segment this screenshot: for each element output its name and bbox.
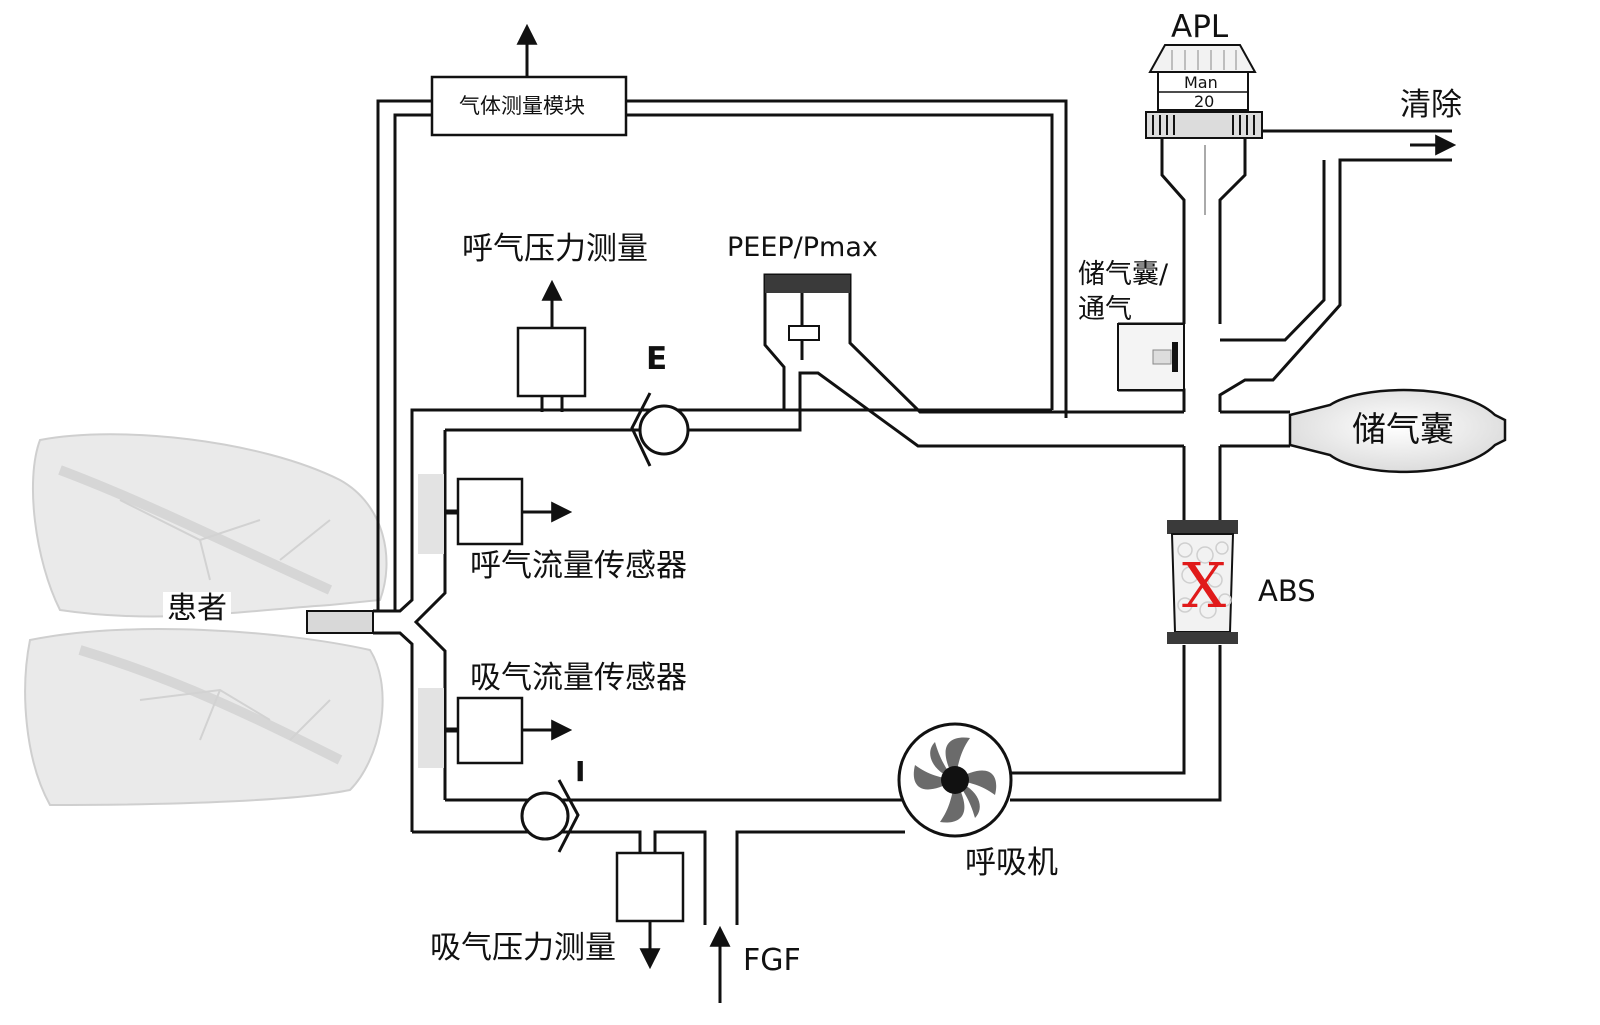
apl-mode-label: Man: [1184, 73, 1218, 92]
exp-pressure-sensor-box: [516, 326, 587, 398]
expiratory-check-valve: [630, 392, 690, 467]
bag-vent-switch[interactable]: [1117, 323, 1185, 391]
absorber-label: ABS: [1258, 574, 1316, 608]
exp-pressure-label: 呼气压力测量: [462, 231, 648, 267]
inspiratory-check-valve: [520, 779, 580, 853]
reservoir-bag: [1288, 388, 1507, 473]
ventilator-turbine: [897, 722, 1013, 838]
insp-flow-sensor-shadow: [418, 688, 444, 768]
peep-valve: [765, 275, 850, 360]
gas-module-box: [430, 75, 628, 137]
exp-flow-sensor-label: 呼气流量传感器: [470, 548, 687, 584]
patient-connector: [306, 610, 374, 634]
absorber-canister: [1167, 520, 1238, 644]
fgf-label: FGF: [743, 943, 801, 978]
insp-flow-sensor-label: 吸气流量传感器: [470, 660, 687, 696]
peep-label: PEEP/Pmax: [727, 232, 878, 263]
exp-flow-sensor-box: [456, 477, 524, 546]
bag-vent-label: 储气囊/ 通气: [1078, 259, 1169, 325]
apl-valve[interactable]: [1145, 44, 1263, 215]
insp-pressure-sensor-box: [615, 851, 685, 923]
lungs-illustration: [24, 433, 388, 807]
valve-e-label: E: [646, 341, 668, 377]
patient-label: 患者: [163, 592, 231, 626]
ventilator-label: 呼吸机: [965, 845, 1058, 881]
absorber-exhausted-mark: X: [1182, 549, 1227, 622]
reservoir-bag-label: 储气囊: [1352, 410, 1454, 450]
gas-module-label: 气体测量模块: [459, 94, 585, 118]
insp-pressure-label: 吸气压力测量: [430, 930, 616, 966]
apl-value-label: 20: [1194, 92, 1215, 111]
scavenging-label: 清除: [1400, 87, 1462, 123]
circuit-tubing: [306, 99, 1452, 925]
insp-flow-sensor-box: [456, 696, 524, 765]
apl-label: APL: [1171, 9, 1229, 45]
exp-flow-sensor-shadow: [418, 474, 444, 554]
valve-i-label: I: [575, 755, 586, 788]
